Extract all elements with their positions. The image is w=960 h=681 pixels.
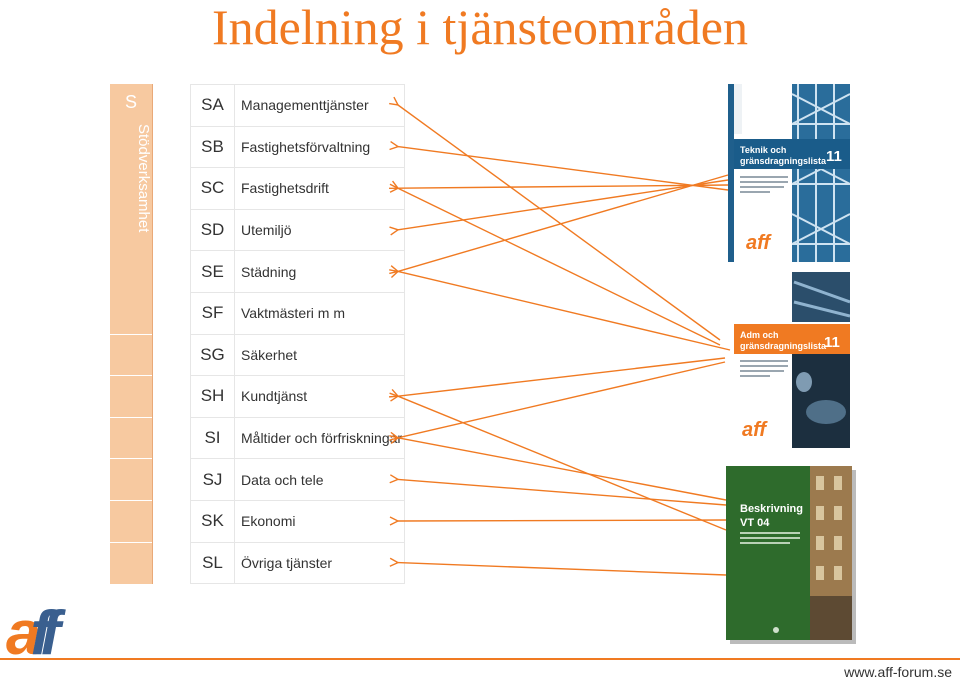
group-divider: [110, 416, 152, 418]
link-arrow: [398, 361, 726, 438]
document-teknik-art: Teknik och gränsdragningslista 11 aff: [728, 84, 850, 262]
doc1-logo: aff: [746, 232, 772, 254]
row-name: Managementtjänster: [234, 84, 405, 127]
group-column: S Stödverksamhet: [110, 84, 153, 584]
link-arrow: [398, 174, 729, 271]
group-letter: S: [124, 92, 137, 112]
link-arrow: [398, 396, 727, 531]
doc2-number: 11: [824, 334, 840, 351]
row-code: SC: [190, 167, 235, 210]
row-name: Data och tele: [234, 458, 405, 501]
link-arrow: [398, 147, 729, 191]
doc2-title-2: gränsdragningslista: [740, 341, 827, 351]
row-name: Städning: [234, 250, 405, 293]
document-adm: Adm och gränsdragningslista 11 aff: [734, 272, 850, 448]
page-title: Indelning i tjänsteområden: [212, 0, 748, 55]
link-arrow: [398, 105, 721, 341]
doc3-title-1: Beskrivning: [740, 503, 803, 515]
document-teknik: Teknik och gränsdragningslista 11 aff: [728, 84, 850, 262]
footer-url[interactable]: www.aff-forum.se: [844, 664, 952, 680]
row-code: SD: [190, 208, 235, 252]
doc1-number: 11: [826, 148, 842, 165]
row-name: Vaktmästeri m m: [234, 291, 405, 335]
link-arrow: [398, 438, 727, 501]
link-arrow: [398, 271, 731, 351]
doc2-logo: aff: [742, 419, 768, 441]
group-divider: [110, 541, 152, 543]
doc1-title-1: Teknik och: [740, 145, 786, 155]
group-divider: [110, 333, 152, 335]
row-name: Utemiljö: [234, 208, 405, 252]
link-arrow: [398, 520, 727, 521]
row-code: SL: [190, 541, 235, 585]
row-name: Säkerhet: [234, 333, 405, 377]
document-adm-art: Adm och gränsdragningslista 11 aff: [734, 272, 850, 448]
group-divider: [110, 375, 152, 377]
link-arrow: [398, 188, 721, 346]
row-name: Måltider och förfriskningar: [234, 416, 405, 460]
group-label: Stödverksamhet: [135, 124, 152, 233]
doc3-title-2: VT 04: [740, 517, 770, 529]
row-code: SJ: [190, 458, 235, 501]
link-arrow: [398, 479, 727, 506]
row-name: Fastighetsdrift: [234, 167, 405, 210]
doc1-title-2: gränsdragningslista: [740, 156, 827, 166]
group-divider: [110, 500, 152, 501]
link-arrow: [398, 563, 727, 576]
link-arrow: [398, 185, 729, 188]
row-name: Kundtjänst: [234, 375, 405, 418]
document-beskrivning: Beskrivning VT 04: [726, 466, 856, 644]
group-divider: [110, 458, 152, 460]
footer-divider: [0, 658, 960, 660]
link-arrow: [398, 179, 729, 230]
row-name: Övriga tjänster: [234, 541, 405, 585]
document-beskrivning-art: Beskrivning VT 04: [726, 466, 856, 644]
link-arrow: [398, 357, 726, 396]
doc2-title-1: Adm och: [740, 330, 779, 340]
